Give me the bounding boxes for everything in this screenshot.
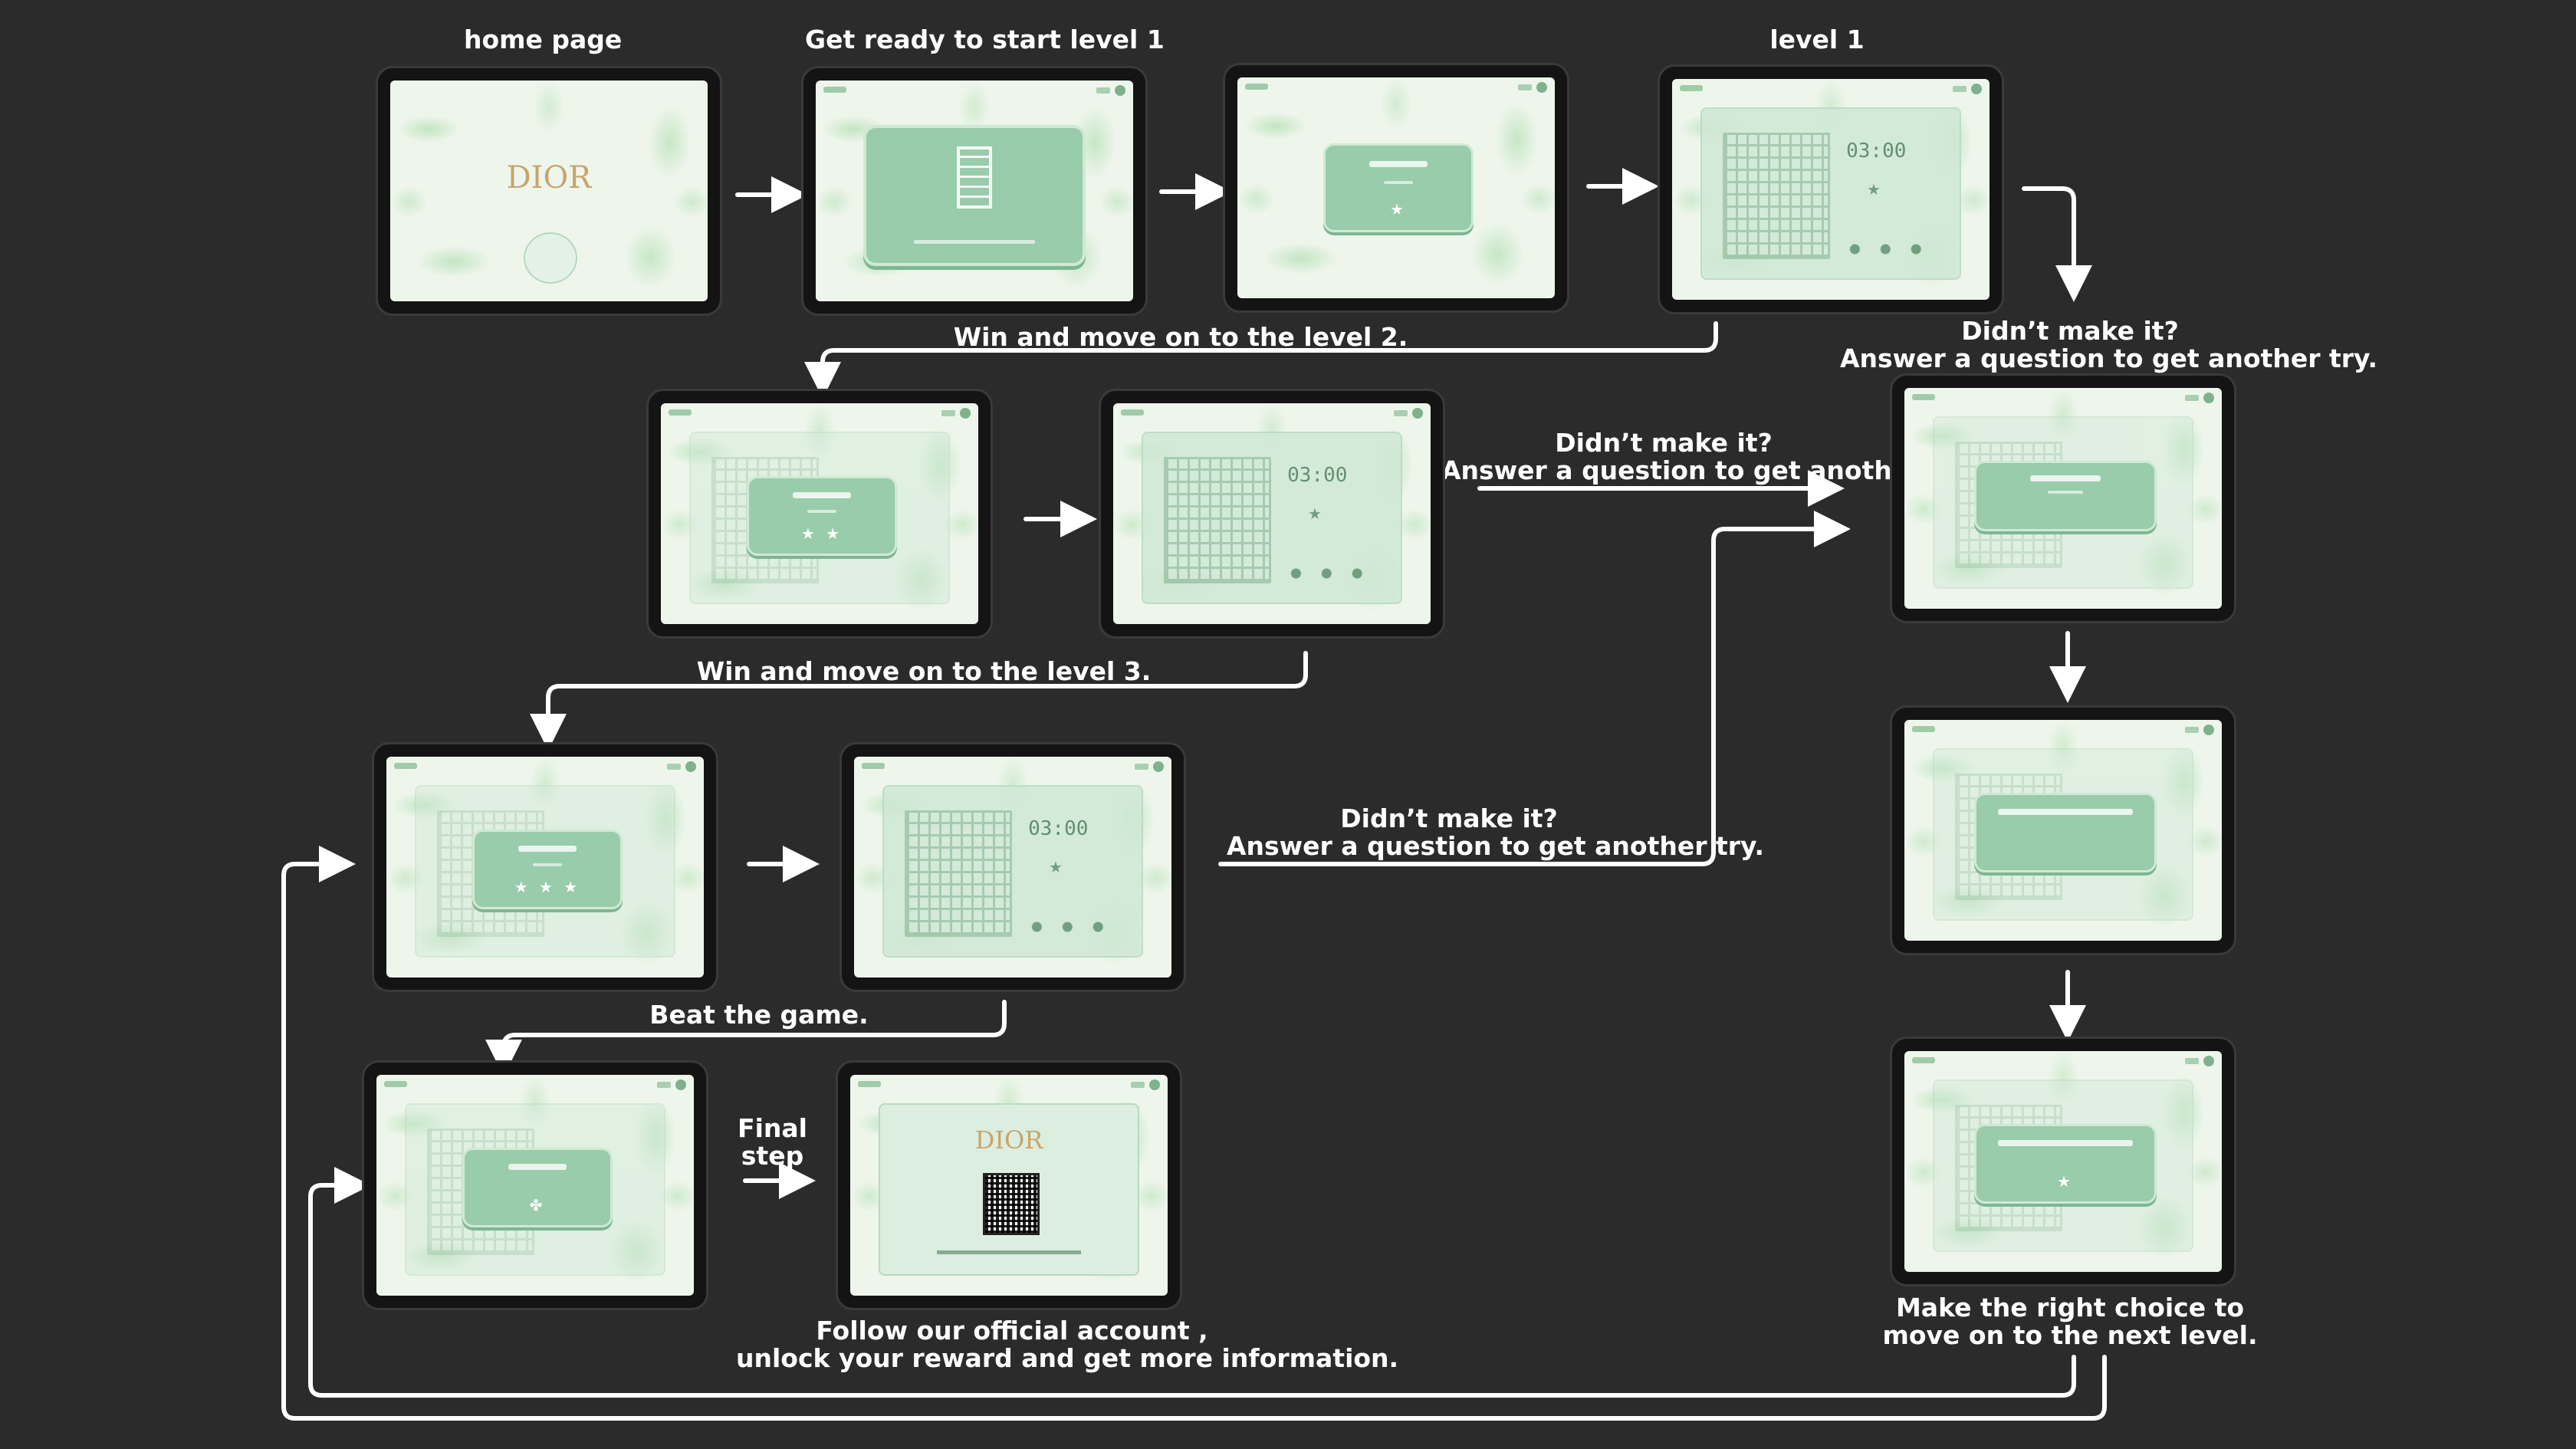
label-didnt-make-it-1: Didn’t make it? <box>1961 316 2179 346</box>
tablet-level3: 03:00 ★ <box>840 742 1186 992</box>
star-icon: ★ <box>1307 504 1322 524</box>
tablet-game-complete: ✤ <box>362 1060 708 1310</box>
star-icon: ★ <box>1866 180 1881 199</box>
label-beat-game: Beat the game. <box>649 1000 869 1030</box>
maze <box>1723 133 1831 260</box>
tablet-level1-win: ★ ★ <box>646 389 993 639</box>
countdown-timer: 03:00 <box>1846 140 1907 163</box>
label-right-choice-2: move on to the next level. <box>1882 1320 2258 1350</box>
control-buttons <box>1846 244 1934 255</box>
control-buttons <box>1028 922 1116 933</box>
label-didnt-make-it-2: Didn’t make it? <box>1555 428 1773 458</box>
screen-get-ready <box>816 80 1133 301</box>
start-circle-button <box>523 232 578 284</box>
ready-modal: ★ <box>1322 143 1474 232</box>
tablet-answer-choices <box>1890 705 2236 955</box>
countdown-timer: 03:00 <box>1028 817 1089 841</box>
label-win-level3: Win and move on to the level 3. <box>696 656 1152 686</box>
control-buttons <box>1287 568 1375 580</box>
label-final-step-2: step <box>741 1141 804 1171</box>
result-modal: ★ <box>1974 1124 2157 1204</box>
level-intro-card <box>863 124 1086 266</box>
screen-question <box>1904 388 2222 609</box>
label-win-level2: Win and move on to the level 2. <box>953 322 1408 352</box>
screen-ready-modal: ★ <box>1237 77 1555 298</box>
game-board: 03:00 ★ <box>1700 107 1961 281</box>
screen-reward: DIOR <box>850 1075 1168 1296</box>
label-follow-1: Follow our official account , <box>816 1316 1208 1346</box>
screen-level2-win: ★ ★ ★ <box>386 757 704 978</box>
dior-logo: DIOR <box>974 1125 1043 1155</box>
screen-right-choice: ★ <box>1904 1051 2222 1272</box>
maze <box>1164 457 1272 584</box>
answer-modal <box>1974 793 2157 872</box>
screen-game-complete: ✤ <box>376 1075 694 1296</box>
tablet-get-ready <box>801 66 1148 316</box>
tablet-reward: DIOR <box>836 1060 1182 1310</box>
label-level1: level 1 <box>1769 25 1865 54</box>
game-board: 03:00 ★ <box>1142 432 1402 605</box>
win-modal: ★ ★ ★ <box>472 830 623 909</box>
label-didnt-make-it-3: Didn’t make it? <box>1340 803 1558 833</box>
tablet-level2-win: ★ ★ ★ <box>372 742 718 992</box>
reward-card: DIOR <box>879 1103 1139 1276</box>
clover-icon: ✤ <box>529 1196 546 1215</box>
label-answer-question-3: Answer a question to get another try. <box>1227 831 1765 861</box>
maze <box>905 810 1013 938</box>
complete-modal: ✤ <box>462 1148 613 1227</box>
stars-icon: ★ ★ <box>800 524 843 544</box>
label-get-ready: Get ready to start level 1 <box>805 25 1165 54</box>
screen-answer-choices <box>1904 720 2222 941</box>
label-home-page: home page <box>464 25 623 54</box>
label-right-choice-1: Make the right choice to <box>1895 1293 2245 1322</box>
tablet-level2: 03:00 ★ <box>1099 389 1445 639</box>
win-modal: ★ ★ <box>746 476 898 556</box>
qr-code <box>983 1172 1040 1235</box>
screen-home-page: DIOR <box>390 80 708 301</box>
star-icon: ★ <box>1048 858 1063 877</box>
label-answer-question-2: Answer a question to get another try. <box>1441 455 1980 485</box>
tablet-ready-modal: ★ <box>1223 63 1569 313</box>
label-answer-question-1: Answer a question to get another try. <box>1840 343 2378 373</box>
tablet-home-page: DIOR <box>376 66 722 316</box>
label-follow-2: unlock your reward and get more informat… <box>736 1343 1399 1373</box>
game-board: 03:00 ★ <box>882 785 1143 958</box>
tablet-question <box>1890 373 2236 623</box>
maze-icon <box>957 146 992 209</box>
question-modal <box>1974 461 2157 532</box>
countdown-timer: 03:00 <box>1287 464 1348 488</box>
screen-level3: 03:00 ★ <box>854 757 1171 978</box>
label-final-step-1: Final <box>738 1113 807 1143</box>
screen-level1-win: ★ ★ <box>661 403 978 624</box>
screen-level2: 03:00 ★ <box>1113 403 1431 624</box>
tablet-level1: 03:00 ★ <box>1658 64 2004 314</box>
tablet-right-choice: ★ <box>1890 1037 2236 1286</box>
dior-logo: DIOR <box>506 159 592 196</box>
star-icon: ★ <box>1390 199 1407 219</box>
star-icon: ★ <box>2057 1172 2074 1191</box>
stars-icon: ★ ★ ★ <box>514 878 581 897</box>
screen-level1: 03:00 ★ <box>1672 79 1990 300</box>
